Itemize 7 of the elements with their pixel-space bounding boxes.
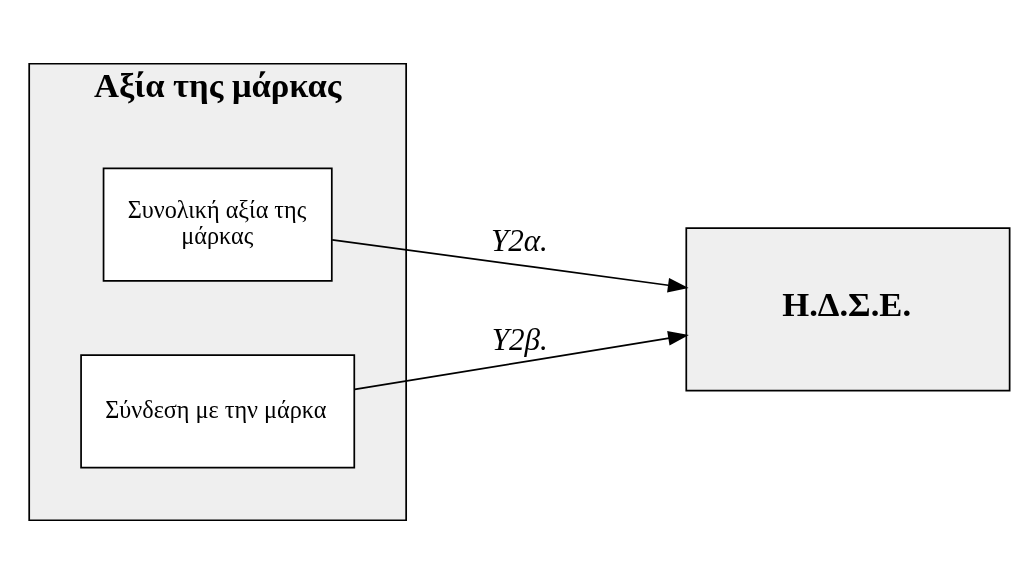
edge-label: Y2α. [490, 222, 548, 258]
arrow [331, 238, 689, 292]
edge-label: Y2β. [491, 321, 548, 357]
node-box: Συνολική αξία της μάρκας [102, 167, 333, 282]
node-box: Η.Δ.Σ.Ε. [685, 226, 1011, 391]
arrow [353, 330, 689, 390]
node-box: Σύνδεση με την μάρκα [80, 353, 356, 468]
